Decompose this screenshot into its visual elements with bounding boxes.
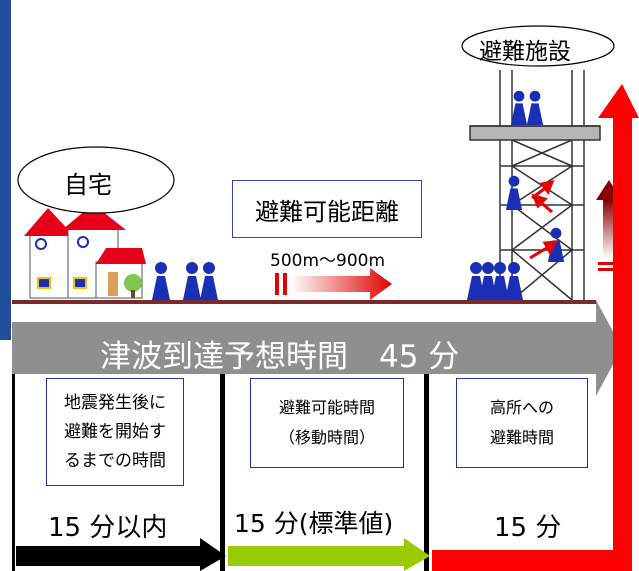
ground-line <box>12 300 596 304</box>
distance-range: 500m～900m <box>270 251 386 271</box>
phase3-line: 高所への <box>489 398 554 417</box>
phase3-arrow <box>432 84 639 571</box>
phase1-line: 地震発生後に <box>64 392 166 413</box>
home-label: 自宅 <box>64 171 112 199</box>
phase2-time: 15 分(標準値) <box>234 509 394 538</box>
phase2-line: （移動時間） <box>278 428 375 447</box>
tsunami-arrow <box>12 300 622 396</box>
phase2-line: 避難可能時間 <box>278 398 375 417</box>
person-icon <box>526 90 544 125</box>
person-icon <box>183 262 201 300</box>
distance-title: 避難可能距離 <box>255 197 399 226</box>
distance-title-box: 避難可能距離 <box>232 180 422 238</box>
person-icon <box>152 262 170 300</box>
house-icon <box>24 204 146 299</box>
left-edge-strip <box>0 0 11 340</box>
facility-label: 避難施設 <box>479 39 571 65</box>
phase1-box: 地震発生後に 避難を開始す るまでの時間 <box>46 378 184 486</box>
tower-platform <box>469 125 601 141</box>
phase1-line: るまでの時間 <box>64 450 166 471</box>
facility-bubble <box>461 25 615 67</box>
person-icon <box>510 90 528 125</box>
phase1-arrow <box>16 538 226 571</box>
people-group <box>152 90 565 300</box>
phase-divider-left <box>12 374 15 571</box>
home-bubble <box>17 146 175 214</box>
tsunami-bar-label: 津波到達予想時間 45 分 <box>100 339 460 375</box>
person-icon <box>505 262 523 300</box>
phase2-box: 避難可能時間 （移動時間） <box>250 378 404 468</box>
phase1-time: 15 分以内 <box>48 513 168 543</box>
tower-arrows <box>529 179 558 260</box>
phase-divider-2 <box>424 374 429 571</box>
phase2-arrow <box>228 538 430 571</box>
person-icon <box>200 262 218 300</box>
distance-arrow <box>275 268 392 300</box>
phase3-box: 高所への 避難時間 <box>456 378 588 468</box>
person-icon <box>505 175 523 210</box>
phase3-line: 避難時間 <box>489 428 554 447</box>
phase1-line: 避難を開始す <box>64 421 166 442</box>
person-icon <box>491 262 509 300</box>
phase-divider-1 <box>220 374 225 571</box>
phase3-time: 15 分 <box>494 513 562 543</box>
